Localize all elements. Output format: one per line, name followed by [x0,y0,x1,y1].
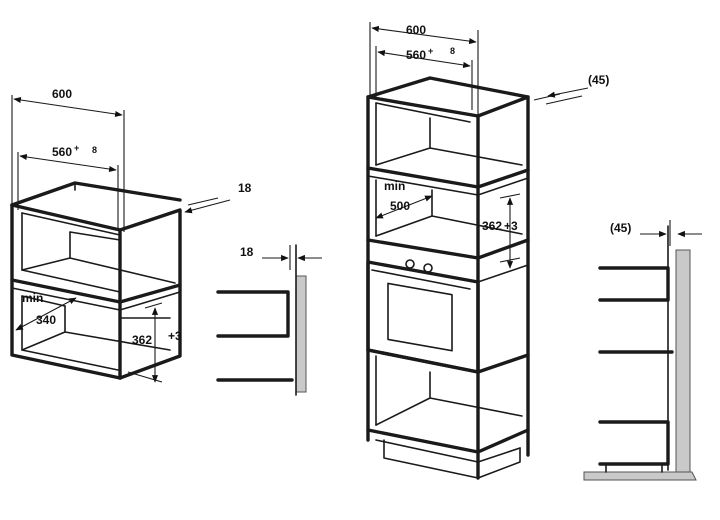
left-height-tol: +3 [168,329,182,343]
tall-inner-width-sup: + [428,46,433,56]
tall-inner-width-tol: 8 [450,46,455,56]
left-min-label: min [22,291,43,305]
left-panel-label: 18 [238,181,252,195]
left-inner-width-label: 560 [52,145,72,159]
left-width-label: 600 [52,87,72,101]
tall-inner-width-label: 560 [406,48,426,62]
left-dim-min-340: min 340 [15,291,77,331]
tall-dim-600: 600 [369,22,479,116]
left-inner-width-sup: + [74,143,79,153]
left-dim-362: 362 +3 [127,302,182,383]
tall-height-label: 362 [482,219,502,233]
left-inner-width-tol: 8 [92,145,97,155]
tall-dim-45: (45) [533,73,609,105]
tall-width-label: 600 [406,23,426,37]
left-dim-560: 560 + 8 [17,143,119,230]
left-height-label: 362 [132,333,152,347]
left-side-panel-label: 18 [240,245,254,259]
right-side-gap-label: (45) [610,221,631,235]
left-depth-label: 340 [36,313,56,327]
tall-min-label: min [384,179,405,193]
tall-dim-min-500: min 500 [375,179,433,219]
tall-gap-label: (45) [588,73,609,87]
left-side-section: 18 [216,244,322,396]
tall-height-tol: +3 [504,219,518,233]
left-dim-600: 600 [11,87,125,232]
tall-depth-label: 500 [390,199,410,213]
tall-cabinet [366,76,530,480]
tall-dim-362: 362 +3 [482,193,521,269]
tall-dim-560: 560 + 8 [375,46,473,110]
left-dim-18: 18 [184,181,252,214]
right-side-section: (45) [583,220,702,481]
